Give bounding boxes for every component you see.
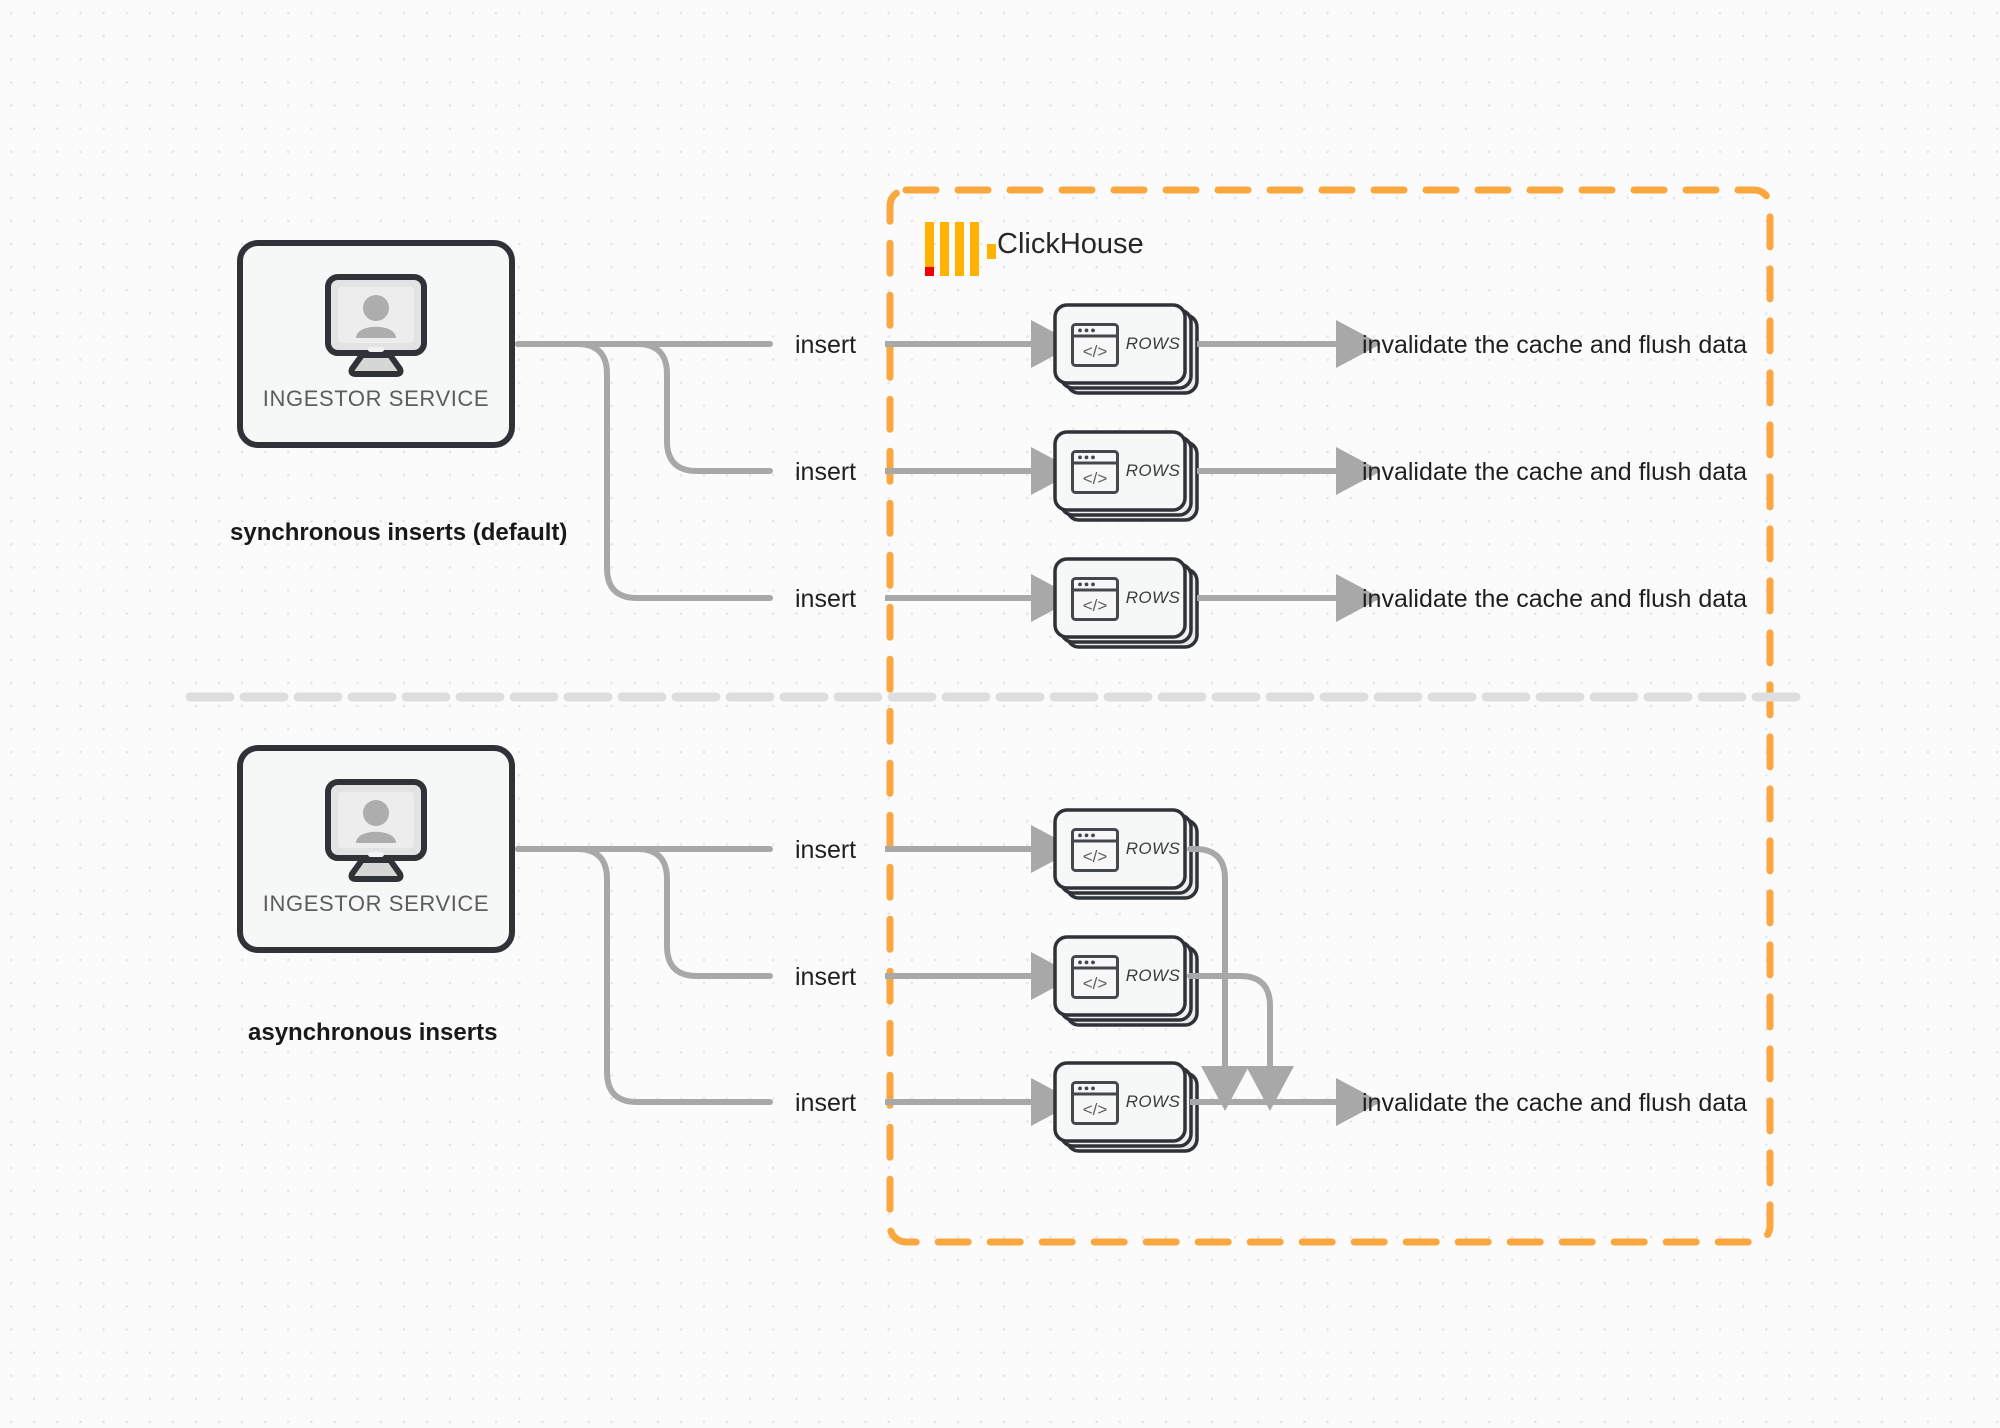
- code-window-icon: [1071, 1081, 1119, 1125]
- rows-node-label: ROWS: [1126, 1092, 1181, 1111]
- rows-node[interactable]: ROWS: [1053, 935, 1199, 1027]
- edge-label-insert: insert: [795, 585, 856, 613]
- async-row-1: insert ROWS: [795, 808, 1199, 900]
- connectors-async: [515, 846, 773, 1105]
- merged-flush-label: invalidate the cache and flush data: [1362, 1089, 1747, 1117]
- edge-label-insert: insert: [795, 836, 856, 864]
- sync-row-1: insert ROWS invalidate the cache and flu…: [795, 303, 1747, 395]
- async-merge-connectors: [1187, 846, 1294, 1111]
- code-window-icon: [1071, 955, 1119, 999]
- clickhouse-boundary: [886, 186, 1774, 1246]
- ingestor-service-sync-label: INGESTOR SERVICE: [263, 386, 489, 411]
- async-row-3: insert ROWS: [795, 1061, 1199, 1153]
- rows-node-label: ROWS: [1126, 334, 1181, 353]
- rows-node[interactable]: ROWS: [1053, 303, 1199, 395]
- async-row-2: insert ROWS: [795, 935, 1199, 1027]
- clickhouse-logo: [925, 222, 996, 276]
- rows-node[interactable]: ROWS: [1053, 808, 1199, 900]
- connectors-sync: [515, 341, 773, 601]
- edge-label-insert: insert: [795, 1089, 856, 1117]
- rows-node-label: ROWS: [1126, 966, 1181, 985]
- rows-node-label: ROWS: [1126, 461, 1181, 480]
- code-window-icon: [1071, 828, 1119, 872]
- rows-node[interactable]: ROWS: [1053, 1061, 1199, 1153]
- group-label-async: asynchronous inserts: [248, 1019, 497, 1046]
- code-window-icon: [1071, 323, 1119, 367]
- merge-arrow-node1: [1187, 846, 1249, 1111]
- clickhouse-label: ClickHouse: [997, 228, 1144, 260]
- edge-label-insert: insert: [795, 331, 856, 359]
- flush-label: invalidate the cache and flush data: [1362, 585, 1747, 613]
- rows-node-label: ROWS: [1126, 839, 1181, 858]
- code-window-icon: [1071, 577, 1119, 621]
- ingestor-service-sync[interactable]: INGESTOR SERVICE: [237, 240, 515, 448]
- ingestor-service-async[interactable]: INGESTOR SERVICE: [237, 745, 515, 953]
- flush-label: invalidate the cache and flush data: [1362, 331, 1747, 359]
- rows-node[interactable]: ROWS: [1053, 430, 1199, 522]
- flush-label: invalidate the cache and flush data: [1362, 458, 1747, 486]
- sync-row-2: insert ROWS invalidate the cache and flu…: [795, 430, 1747, 522]
- rows-node-label: ROWS: [1126, 588, 1181, 607]
- rows-node[interactable]: ROWS: [1053, 557, 1199, 649]
- edge-label-insert: insert: [795, 963, 856, 991]
- ingestor-service-async-label: INGESTOR SERVICE: [263, 891, 489, 916]
- edge-label-insert: insert: [795, 458, 856, 486]
- code-window-icon: [1071, 450, 1119, 494]
- sync-row-3: insert ROWS invalidate the cache and flu…: [795, 557, 1747, 649]
- merge-arrow-node2: [1187, 973, 1294, 1111]
- group-label-sync: synchronous inserts (default): [230, 519, 567, 546]
